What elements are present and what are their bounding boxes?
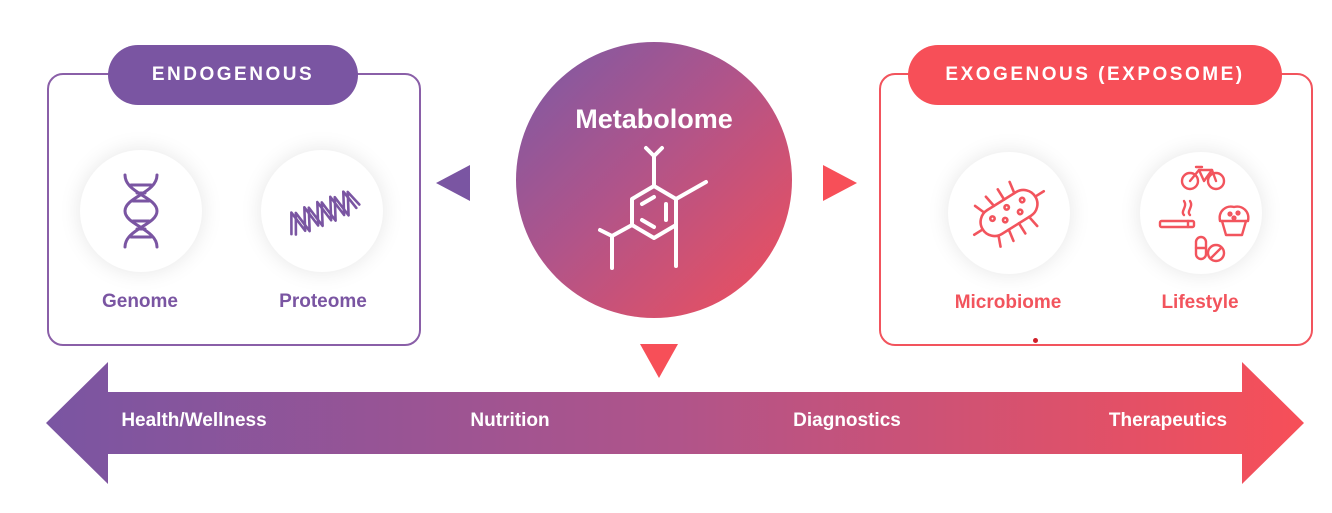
- metabolome-title: Metabolome: [575, 104, 733, 134]
- microbiome-icon-circle: [948, 152, 1070, 274]
- molecule-icon: [598, 146, 708, 270]
- spectrum-label-diagnostics: Diagnostics: [793, 410, 901, 431]
- metabolome-circle: Metabolome: [516, 42, 792, 318]
- lifestyle-icon-circle: [1140, 152, 1262, 274]
- spectrum-label-therapeutics: Therapeutics: [1108, 410, 1228, 431]
- spectrum-label-health-wellness: Health/Wellness: [121, 410, 267, 431]
- endogenous-title: ENDOGENOUS: [108, 45, 358, 105]
- lifestyle-label: Lifestyle: [1161, 292, 1239, 313]
- decorative-dot: [1033, 338, 1038, 343]
- dna-helix-icon: [123, 173, 159, 249]
- smoking-icon: [1158, 199, 1196, 229]
- lifestyle-icons: [1158, 165, 1250, 263]
- microbiome-label: Microbiome: [954, 292, 1062, 313]
- muffin-icon: [1218, 205, 1250, 237]
- protein-helix-icon: [290, 190, 361, 236]
- pills-icon: [1194, 235, 1226, 263]
- spectrum-label-nutrition: Nutrition: [470, 410, 550, 431]
- exogenous-title: EXOGENOUS (EXPOSOME): [908, 45, 1282, 105]
- proteome-label: Proteome: [279, 291, 367, 312]
- genome-label: Genome: [101, 291, 179, 312]
- right-arrow-triangle: [823, 165, 857, 201]
- down-arrow-triangle: [640, 344, 678, 378]
- left-arrow-triangle: [436, 165, 470, 201]
- proteome-icon-circle: [261, 150, 383, 272]
- bicycle-icon: [1180, 165, 1226, 191]
- bacterium-icon: [972, 180, 1046, 248]
- spectrum-double-arrow: [46, 362, 1304, 484]
- genome-icon-circle: [80, 150, 202, 272]
